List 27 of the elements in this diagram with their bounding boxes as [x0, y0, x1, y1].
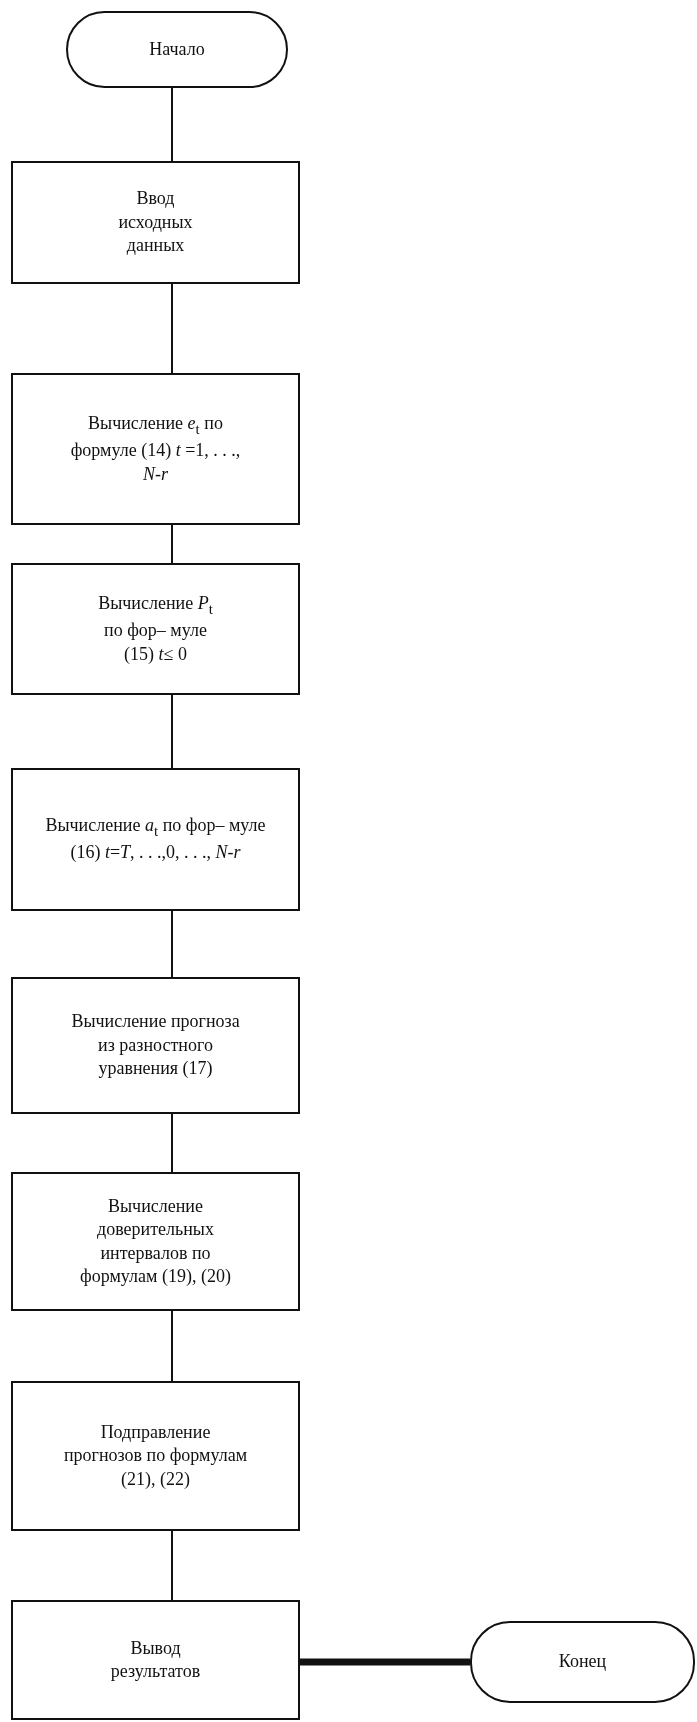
process-box [11, 563, 300, 695]
box-label: Вычисление прогноза из разностного уравнения (17) [70, 1010, 241, 1081]
process-box [11, 1600, 300, 1720]
connector-line [171, 1113, 173, 1173]
connector-line [300, 1658, 470, 1666]
box-label: Конец [557, 1650, 608, 1674]
process-box [11, 373, 300, 525]
process-box [11, 161, 300, 284]
box-label: Вычисление a$_{t}$ по фор– муле (16) t=T, . . .,0, . . ., N-r [44, 814, 267, 865]
connector-line [171, 87, 173, 162]
connector-line [171, 1310, 173, 1382]
process-box [11, 1381, 300, 1531]
box-label: Вывод результатов [109, 1636, 202, 1683]
box-label: Подправление прогнозов по формулам (21), (22) [62, 1420, 249, 1491]
box-label: Ввод исходных данных [117, 187, 194, 258]
process-box [11, 768, 300, 911]
box-label: Начало [148, 37, 206, 61]
process-box [11, 1172, 300, 1311]
connector-line [171, 1530, 173, 1601]
connector-line [171, 524, 173, 564]
connector-line [171, 694, 173, 769]
connector-line [171, 283, 173, 374]
box-label: Вычисление доверительных интервалов по формулам (19), (20) [79, 1194, 232, 1288]
box-label: Вычисление P$_{t}$ по фор– муле (15) t≤ 0 [97, 592, 214, 666]
process-box [11, 977, 300, 1114]
connector-line [171, 910, 173, 978]
box-label: Вычисление e$_{t}$ по формуле (14) t =1, . . ., N-r [69, 412, 242, 486]
